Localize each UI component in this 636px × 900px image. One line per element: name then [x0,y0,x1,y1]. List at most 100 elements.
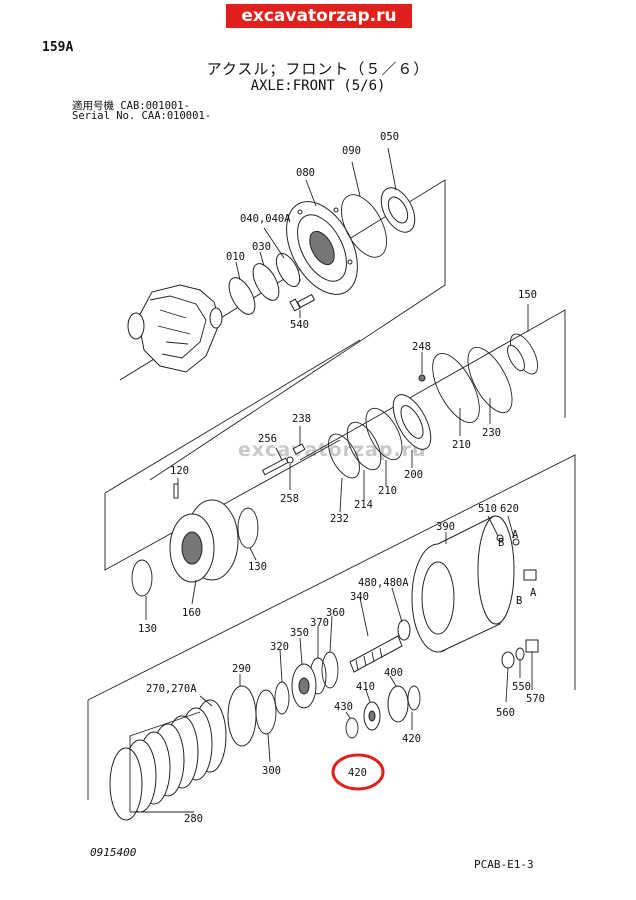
label-238: 238 [292,413,311,425]
carrier-160 [169,499,239,583]
frame-lower [87,454,576,701]
bearing-050 [380,187,416,233]
serial-value-2: CAA:010001- [141,110,212,122]
label-340: 340 [350,591,369,603]
label-320: 320 [270,641,289,653]
washer-480 [397,619,411,641]
plug-A [523,569,537,581]
axle-housing-illustration [127,284,223,373]
bolt-120 [173,483,179,499]
page-title: AXLE:FRONT (5/6) [250,78,386,94]
ring-320 [274,681,290,715]
drawing-number: 0915400 [90,846,137,859]
seal-010 [228,277,256,315]
ring-400 [387,685,409,723]
label-290: 290 [232,663,251,675]
part-labels: 050 090 080 040,040A 030 010 540 150 248… [138,131,545,825]
catalog-code: PCAB-E1-3 [474,858,534,871]
frame-right-upper [299,309,566,461]
label-430: 430 [334,701,353,713]
label-400: 400 [384,667,403,679]
label-230: 230 [482,427,501,439]
label-050: 050 [380,131,399,143]
label-350: 350 [290,627,309,639]
spring-238 [292,443,306,455]
label-620: 620 [500,503,519,515]
housing-390 [411,515,515,653]
o-ring-210-lower [365,407,403,461]
label-040: 040,040A [240,213,291,225]
label-030: 030 [252,241,271,253]
o-ring-090 [341,194,387,258]
label-550: 550 [512,681,531,693]
label-B-upper: B [498,537,504,549]
label-A-lower: A [530,587,537,599]
leader-lines [129,147,533,813]
label-B-lower: B [516,595,522,607]
plug-570 [525,639,539,653]
label-510: 510 [478,503,497,515]
highlight-circle-420 [331,753,385,791]
label-130-right: 130 [248,561,267,573]
piston-200 [392,394,432,450]
label-130-left: 130 [138,623,157,635]
label-360: 360 [326,607,345,619]
frame-upper [119,179,446,481]
label-410: 410 [356,681,375,693]
label-540: 540 [290,319,309,331]
plate-290 [227,685,257,747]
label-160: 160 [182,607,201,619]
plug-248 [418,374,426,382]
ring-360 [321,651,339,689]
washer-150 [507,344,525,372]
label-090: 090 [342,145,361,157]
label-010: 010 [226,251,245,263]
label-232: 232 [330,513,349,525]
washer-430 [345,717,359,739]
serial-label-2: Serial No. [72,110,136,122]
label-210-lower: 210 [378,485,397,497]
label-200: 200 [404,469,423,481]
gear-410 [363,701,381,731]
label-420-highlighted: 420 [348,767,367,779]
o-ring-210-upper [432,353,480,423]
label-150: 150 [518,289,537,301]
site-watermark-banner: excavatorzap.ru [226,4,412,28]
o-ring-130-right [237,507,259,549]
label-480: 480,480A [358,577,409,589]
ring-420-right [407,685,421,711]
page-number: 159A [42,40,74,55]
bearing-030 [252,263,280,301]
label-420-right: 420 [402,733,421,745]
o-ring-230 [467,346,513,414]
plug-510 [496,534,504,542]
o-ring-214 [346,421,382,471]
label-A-upper: A [512,529,519,541]
label-256: 256 [258,433,277,445]
label-300: 300 [262,765,281,777]
label-210-upper: 210 [452,439,471,451]
shaft-340 [349,635,403,673]
label-570: 570 [526,693,545,705]
spring-258 [286,456,294,464]
label-270: 270,270A [146,683,197,695]
frame-mid-lower [104,439,341,571]
diagram-watermark: excavatorzap.ru [238,439,427,461]
label-390: 390 [436,521,455,533]
gear-350 [291,663,317,709]
label-370: 370 [310,617,329,629]
plug-620 [512,538,520,546]
serial-line-1: 適用号機 CAB:001001- [72,98,190,113]
bolt-540 [289,293,316,312]
label-560: 560 [496,707,515,719]
page-title-japanese: アクスル；フロント（５／６） [206,60,430,78]
ring-300 [255,689,277,735]
label-120: 120 [170,465,189,477]
washer-560 [501,651,515,669]
label-214: 214 [354,499,373,511]
frame-mid-left [104,339,361,494]
ring-232 [328,433,360,479]
serial-label-1: 適用号機 [72,100,114,112]
serial-line-2: Serial No. CAA:010001- [72,110,211,122]
